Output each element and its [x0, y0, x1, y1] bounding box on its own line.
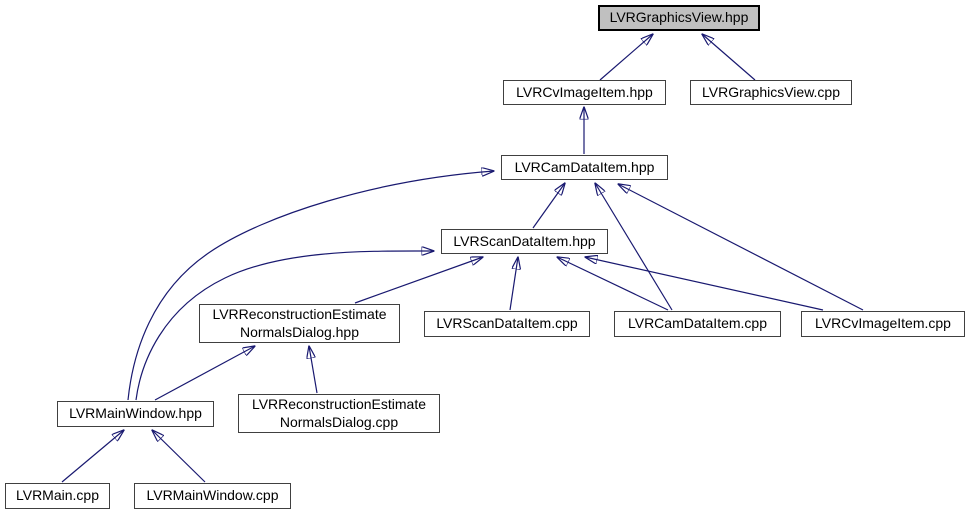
- node-lvrscandataitem-hpp[interactable]: LVRScanDataItem.hpp: [441, 229, 608, 254]
- edge-lvrcvimageitem-hpp--lvrgraphicsview-hpp: [599, 34, 653, 81]
- edge-lvrmain-cpp--lvrmainwindow-hpp: [61, 430, 124, 483]
- node-lvrcvimageitem-hpp[interactable]: LVRCvImageItem.hpp: [503, 80, 666, 105]
- edge-lvrcamdataitem-cpp--lvrscandataitem-hpp: [557, 257, 669, 311]
- node-lvrreconstructionestimatenormalsdialog-hpp[interactable]: LVRReconstructionEstimate NormalsDialog.…: [199, 304, 400, 343]
- edge-lvrmainwindow-hpp--lvrscandataitem-hpp: [135, 251, 434, 401]
- edge-lvrcvimageitem-cpp--lvrscandataitem-hpp: [585, 257, 824, 311]
- edge-lvrmainwindow-cpp--lvrmainwindow-hpp: [152, 430, 206, 483]
- node-lvrcamdataitem-cpp[interactable]: LVRCamDataItem.cpp: [614, 311, 781, 337]
- node-lvrgraphicsview-cpp[interactable]: LVRGraphicsView.cpp: [690, 80, 852, 105]
- node-lvrgraphicsview-hpp: LVRGraphicsView.hpp: [598, 5, 760, 31]
- edge-lvrmainwindow-hpp--lvrcamdataitem-hpp: [127, 171, 494, 401]
- edge-lvrreconstructionestimatenormalsdialog-hpp--lvrscandataitem-hpp: [354, 257, 483, 304]
- node-lvrmain-cpp[interactable]: LVRMain.cpp: [5, 483, 110, 509]
- edge-lvrreconstructionestimatenormalsdialog-cpp--lvrreconstructionestimatenormalsdialog-hpp: [309, 346, 318, 394]
- node-lvrmainwindow-hpp[interactable]: LVRMainWindow.hpp: [57, 401, 214, 427]
- edge-lvrgraphicsview-cpp--lvrgraphicsview-hpp: [702, 34, 756, 81]
- edge-lvrcamdataitem-cpp--lvrcamdataitem-hpp: [595, 183, 673, 311]
- edge-lvrscandataitem-cpp--lvrscandataitem-hpp: [509, 257, 518, 311]
- node-lvrcamdataitem-hpp[interactable]: LVRCamDataItem.hpp: [501, 155, 668, 180]
- edge-lvrcvimageitem-cpp--lvrcamdataitem-hpp: [618, 184, 864, 311]
- node-lvrscandataitem-cpp[interactable]: LVRScanDataItem.cpp: [424, 311, 590, 337]
- node-lvrreconstructionestimatenormalsdialog-cpp[interactable]: LVRReconstructionEstimate NormalsDialog.…: [238, 394, 440, 433]
- edge-lvrmainwindow-hpp--lvrreconstructionestimatenormalsdialog-hpp: [154, 346, 255, 401]
- node-lvrcvimageitem-cpp[interactable]: LVRCvImageItem.cpp: [801, 311, 965, 337]
- edge-lvrscandataitem-hpp--lvrcamdataitem-hpp: [532, 183, 565, 229]
- node-lvrmainwindow-cpp[interactable]: LVRMainWindow.cpp: [134, 483, 291, 509]
